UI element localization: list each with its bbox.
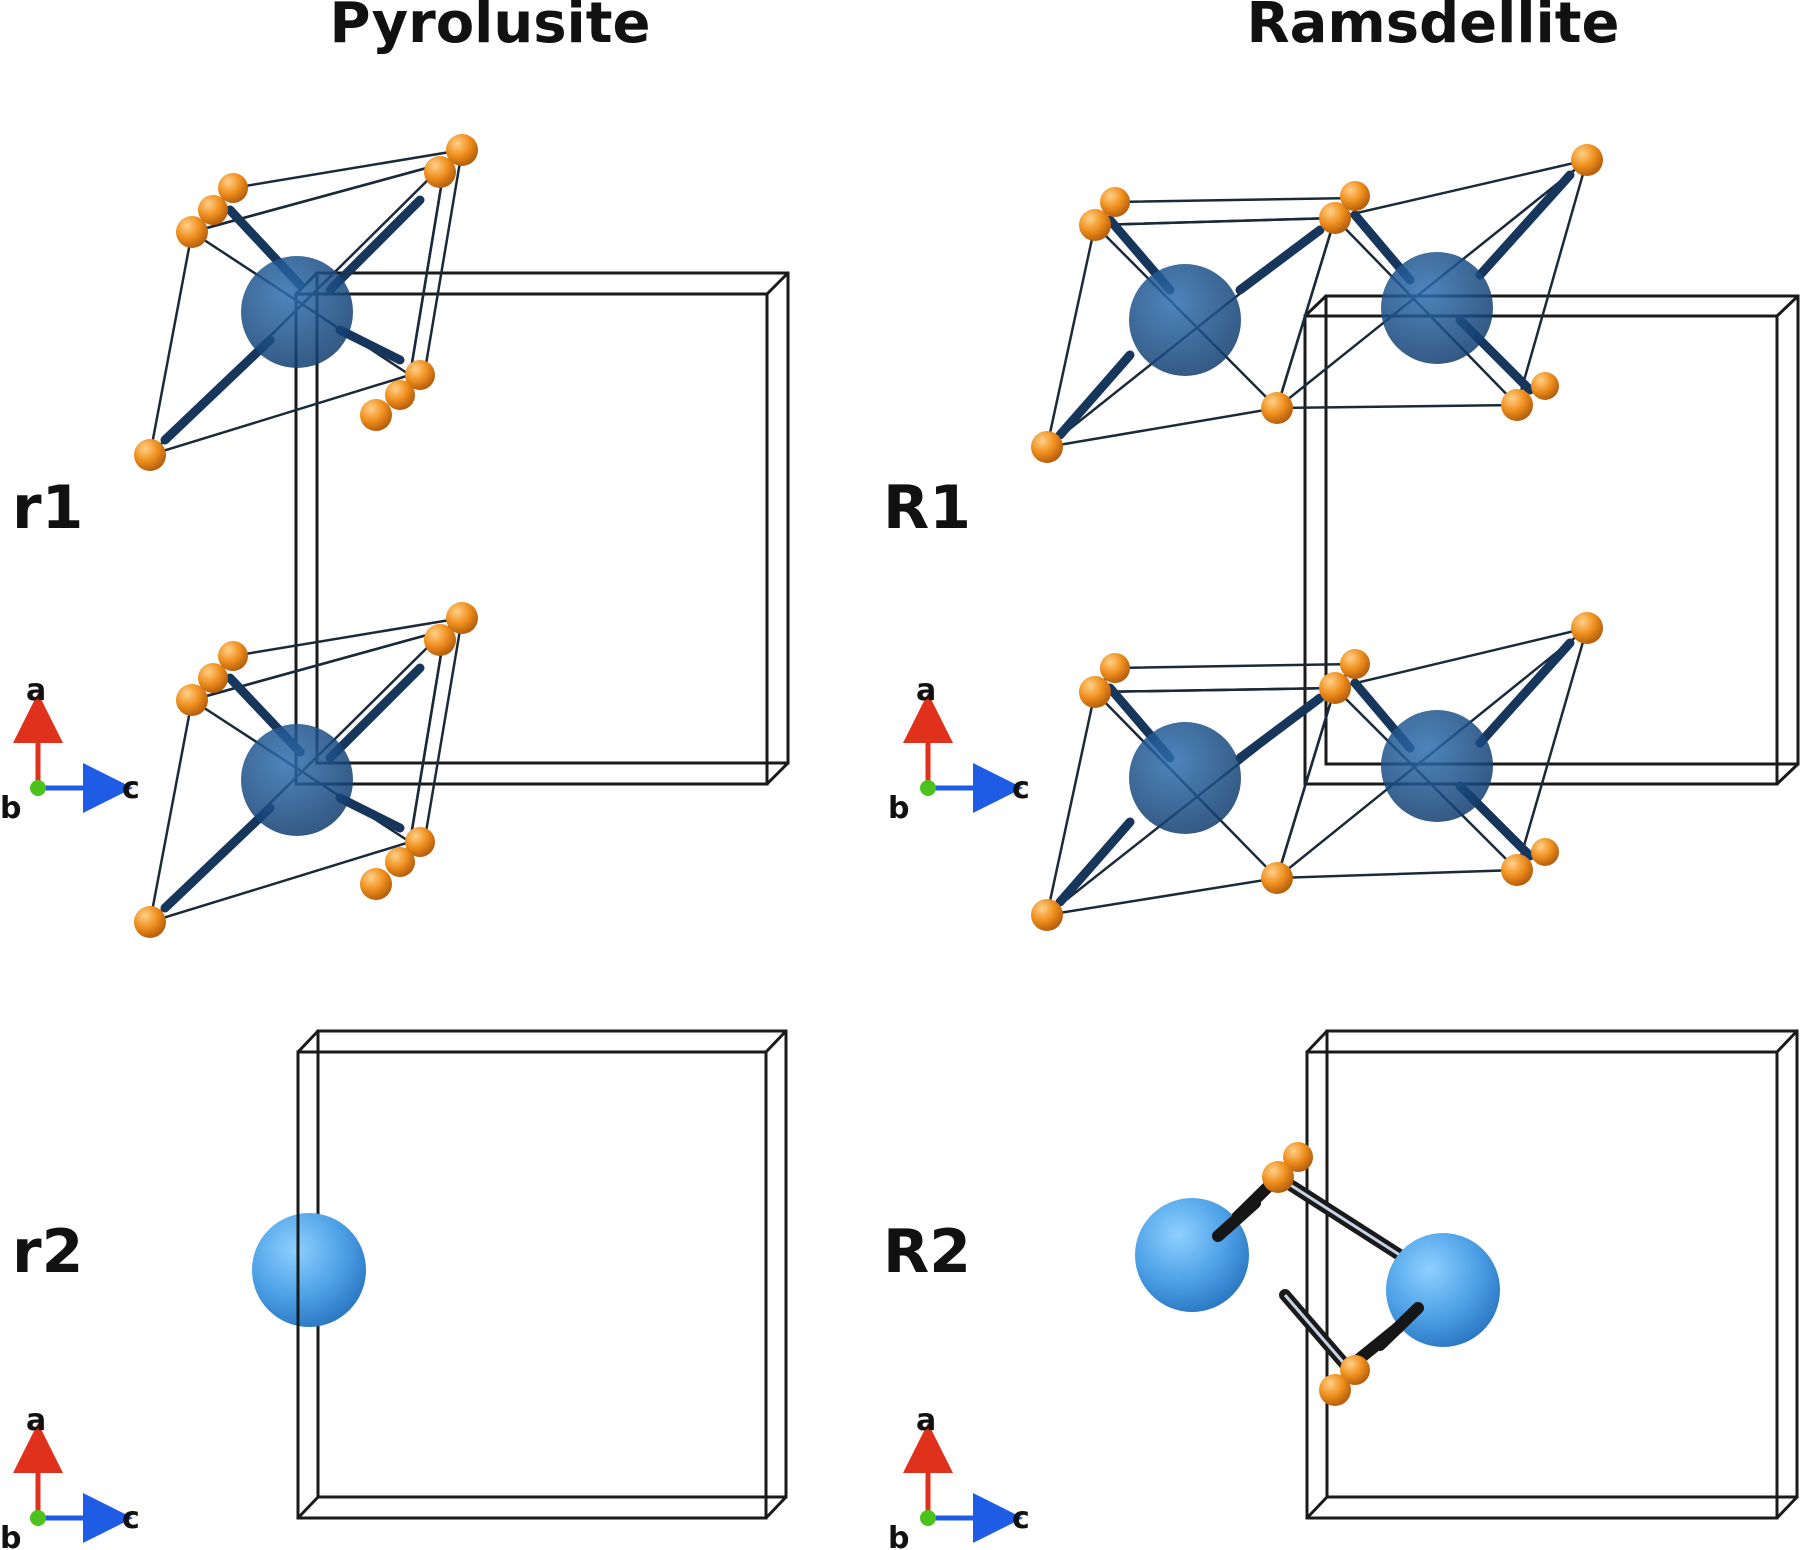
axis-label-b: b — [0, 1521, 21, 1550]
axis-label-a: a — [26, 673, 46, 708]
panel-r2: r2 a b c — [0, 1029, 788, 1550]
axis-label-c: c — [122, 1501, 140, 1536]
oxygen-atom — [1079, 676, 1111, 708]
b-axis-dot — [920, 1510, 936, 1526]
oxygen-atom — [198, 663, 228, 693]
oxygen-atom — [1261, 392, 1293, 424]
panel-R1: R1 — [883, 144, 1800, 931]
oxygen-atom — [405, 360, 435, 390]
mn-dimer-R2 — [1135, 1142, 1500, 1406]
mn-atom-R1-top-left — [1129, 264, 1241, 376]
unit-cell-r1 — [294, 271, 790, 786]
oxygen-atom — [1340, 181, 1370, 211]
oxygen-atom — [385, 847, 415, 877]
oxygen-atom — [385, 380, 415, 410]
oxygen-atom — [1261, 862, 1293, 894]
b-axis-dot — [30, 1510, 46, 1526]
panel-label-R1: R1 — [883, 473, 971, 543]
oxygen-atom — [1283, 1142, 1313, 1172]
axis-label-b: b — [0, 791, 21, 826]
oxygen-atom — [1340, 649, 1370, 679]
oxygen-atom — [1319, 202, 1351, 234]
b-axis-dot — [920, 780, 936, 796]
title-pyrolusite: Pyrolusite — [329, 0, 650, 56]
oxygen-atom — [1501, 389, 1533, 421]
unit-cell-R1 — [1303, 294, 1800, 786]
oxygen-atom — [198, 195, 228, 225]
octahedra-R1-top — [1031, 144, 1603, 463]
oxygen-atom — [446, 602, 478, 634]
oxygen-atom — [1571, 612, 1603, 644]
oxygen-atom — [1100, 653, 1130, 683]
panel-r1: r1 — [0, 134, 790, 938]
mn-atom-r1-top — [241, 256, 353, 368]
oxygen-atom — [176, 216, 208, 248]
panel-label-r1: r1 — [12, 473, 83, 543]
oxygen-atom — [360, 868, 392, 900]
mn-atom-R1-bottom-right — [1381, 710, 1493, 822]
octahedra-R1-bottom — [1031, 612, 1603, 931]
oxygen-atom — [424, 624, 456, 656]
oxygen-atom — [1100, 187, 1130, 217]
axis-indicator-r2: a b c — [0, 1403, 140, 1550]
oxygen-atom — [1340, 1355, 1370, 1385]
b-axis-dot — [30, 780, 46, 796]
axis-indicator-R1: a b c — [888, 673, 1030, 826]
oxygen-atom — [1079, 209, 1111, 241]
axis-label-a: a — [26, 1403, 46, 1438]
octahedron-r1-bottom — [134, 602, 478, 938]
octahedron-r1-top — [134, 134, 478, 471]
oxygen-atom — [360, 399, 392, 431]
axis-label-b: b — [888, 1521, 909, 1550]
oxygen-atom — [218, 173, 248, 203]
mn-atom-r2 — [252, 1213, 366, 1327]
oxygen-atom — [1031, 431, 1063, 463]
oxygen-atom — [424, 156, 456, 188]
oxygen-atom — [134, 906, 166, 938]
axis-label-c: c — [122, 771, 140, 806]
oxygen-atom — [1031, 899, 1063, 931]
axis-label-c: c — [1012, 1501, 1030, 1536]
oxygen-atom — [218, 641, 248, 671]
oxygen-atom — [176, 684, 208, 716]
oxygen-atom — [1531, 838, 1559, 866]
oxygen-atom — [1501, 854, 1533, 886]
axis-label-a: a — [916, 1403, 936, 1438]
mn-atom-r1-bottom — [241, 724, 353, 836]
oxygen-atom — [405, 827, 435, 857]
mn-atom-R1-top-right — [1381, 252, 1493, 364]
axis-indicator-R2: a b c — [888, 1403, 1030, 1550]
oxygen-atom — [134, 439, 166, 471]
oxygen-atom — [446, 134, 478, 166]
panel-R2: R2 — [883, 1029, 1799, 1550]
oxygen-atom — [1531, 372, 1559, 400]
panel-label-R2: R2 — [883, 1217, 971, 1287]
axis-indicator-r1: a b c — [0, 673, 140, 826]
unit-cell-r2 — [296, 1029, 788, 1520]
oxygen-atom — [1571, 144, 1603, 176]
axis-label-a: a — [916, 673, 936, 708]
oxygen-atom — [1262, 1161, 1294, 1193]
mn-atom-R2-left — [1135, 1198, 1249, 1312]
mn-atom-R1-bottom-left — [1129, 722, 1241, 834]
unit-cell-R2 — [1305, 1029, 1799, 1520]
axis-label-b: b — [888, 791, 909, 826]
oxygen-atom — [1319, 1374, 1351, 1406]
panel-label-r2: r2 — [12, 1217, 83, 1287]
title-ramsdellite: Ramsdellite — [1247, 0, 1620, 56]
oxygen-atom — [1319, 672, 1351, 704]
axis-label-c: c — [1012, 771, 1030, 806]
